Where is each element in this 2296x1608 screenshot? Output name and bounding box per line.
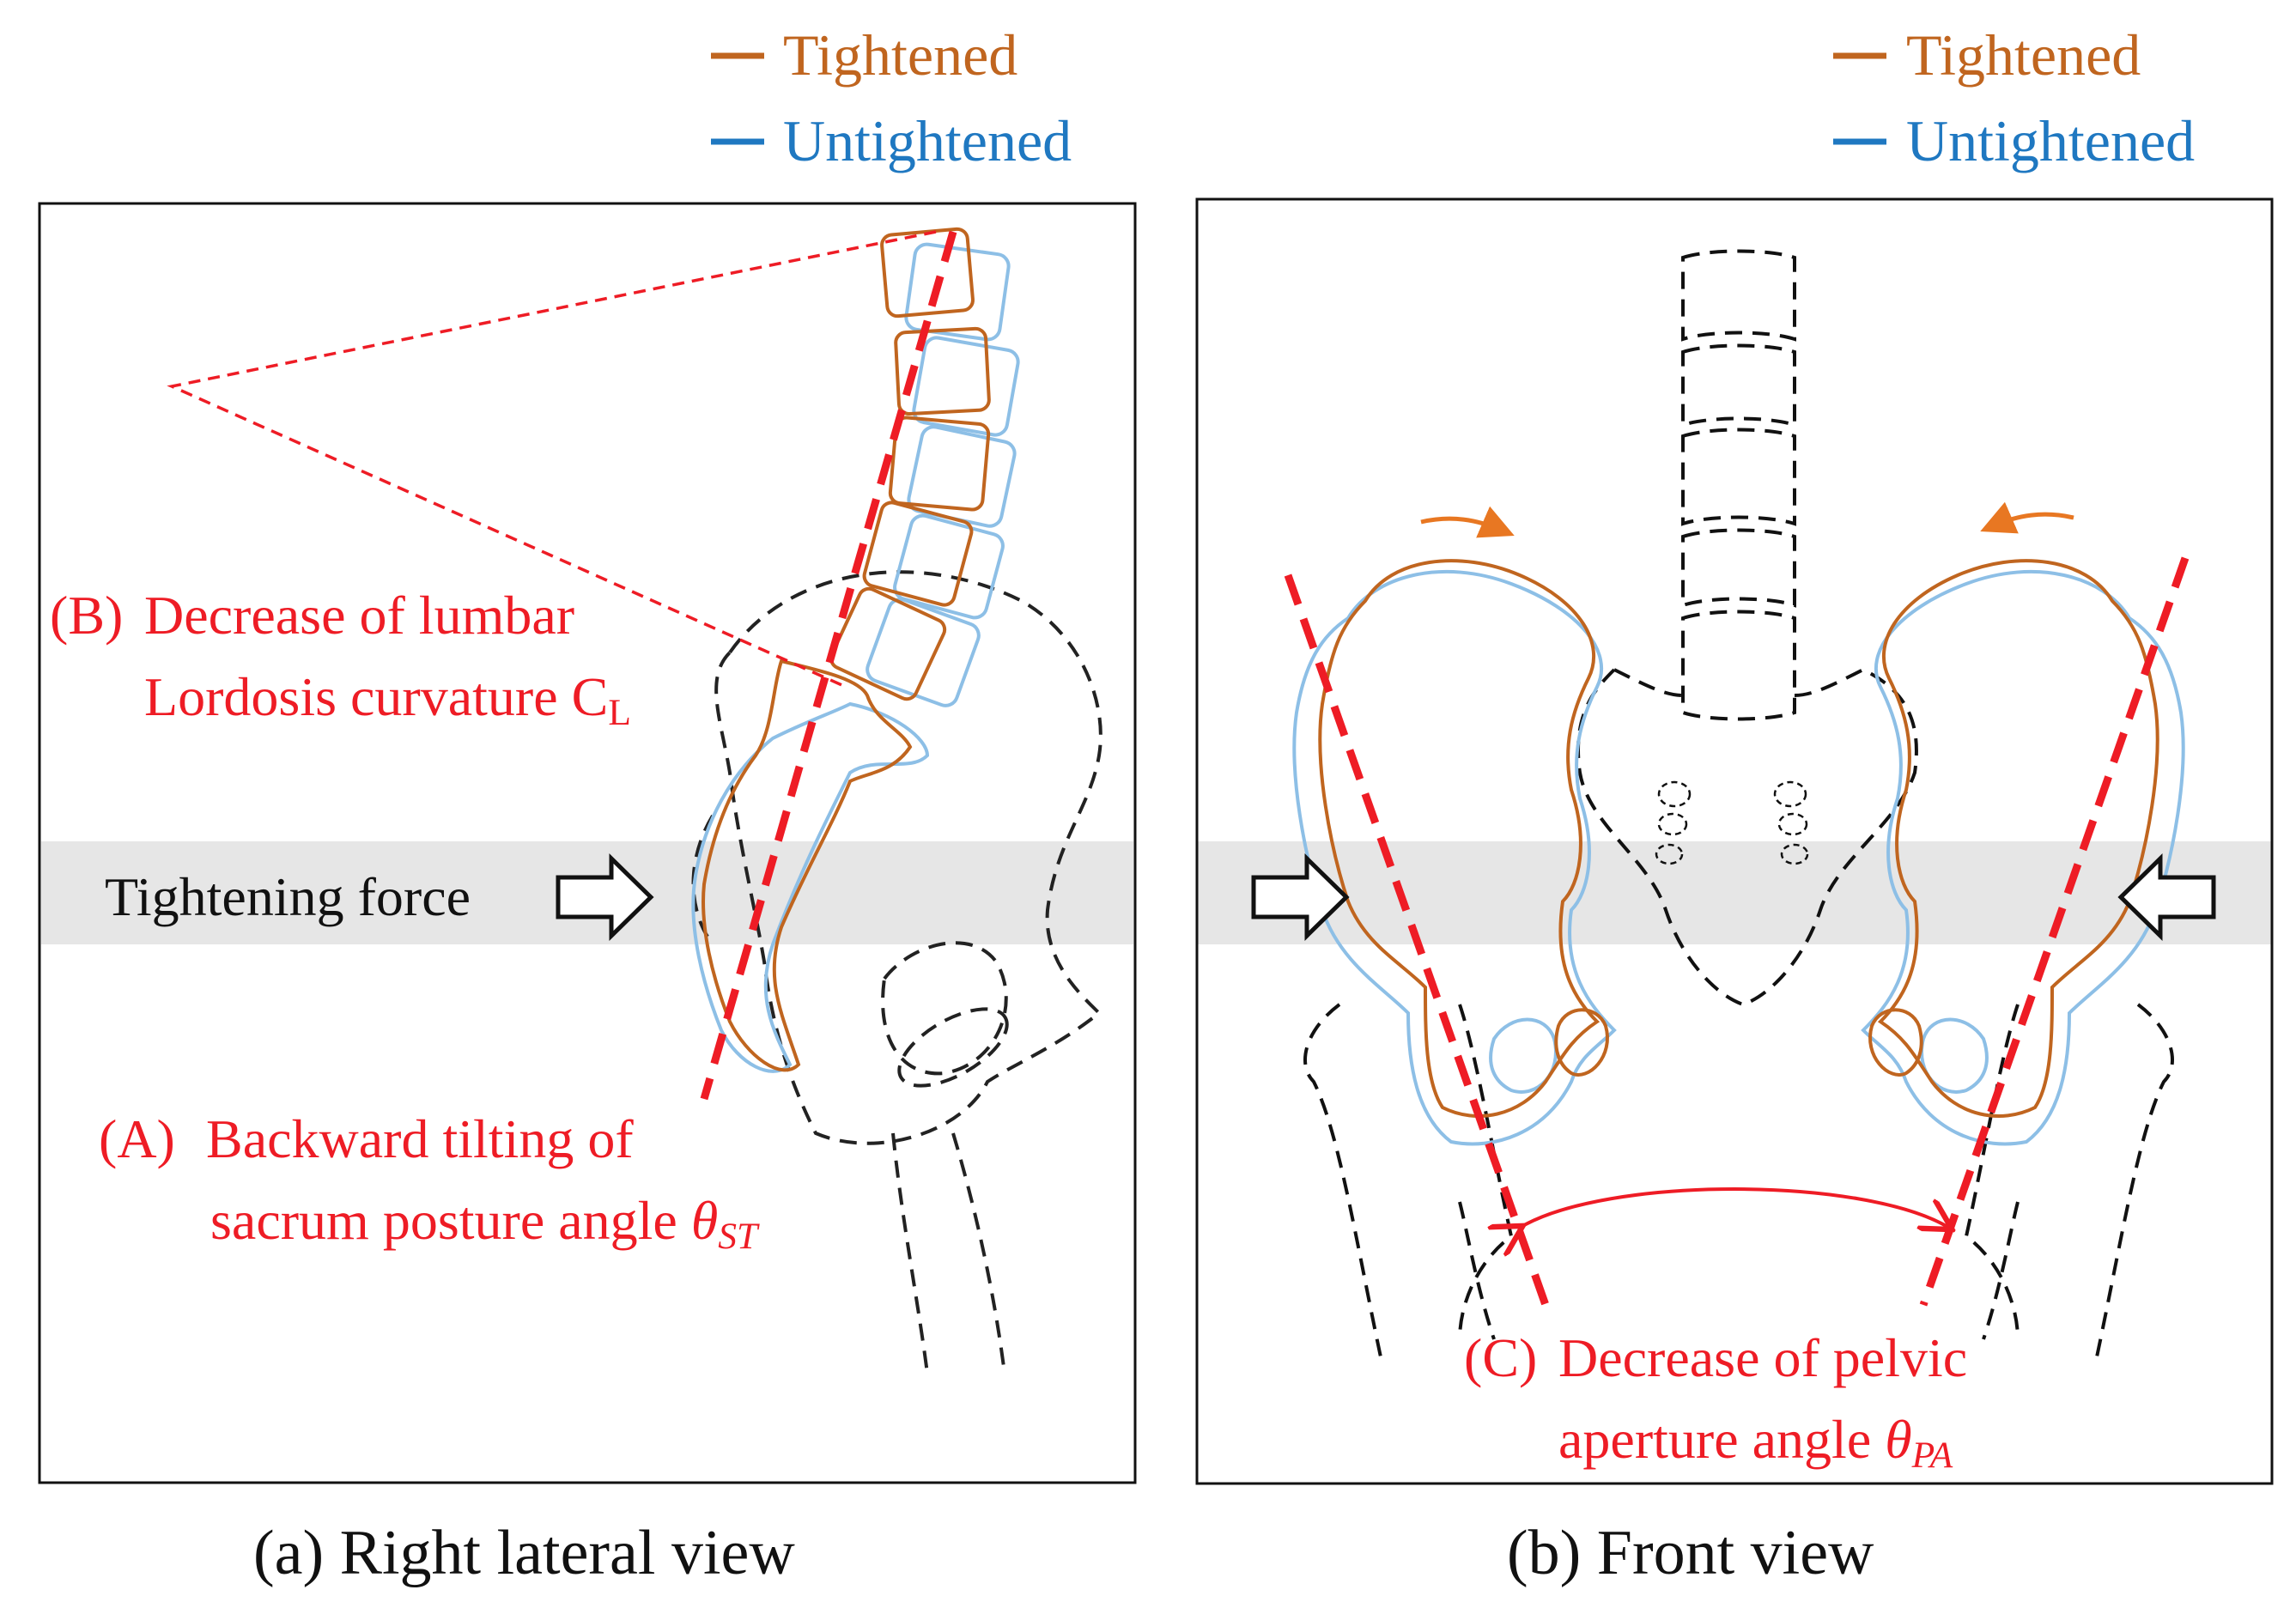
sacral-foramina xyxy=(1655,780,1809,865)
label-c-sub: PA xyxy=(1911,1434,1953,1476)
panel-a xyxy=(38,202,1137,1484)
aperture-angle-arc xyxy=(1520,1187,1949,1228)
force-band-b xyxy=(1198,841,2271,944)
pelvis-tightened xyxy=(1318,559,2159,1118)
label-a-line2-text: sacrum posture angle xyxy=(210,1190,691,1251)
pelvis-outline-lateral xyxy=(691,570,1102,1374)
label-a-line1: Backward tilting of xyxy=(206,1108,634,1169)
panel-b xyxy=(1195,197,2274,1485)
label-a-theta: θ xyxy=(690,1190,719,1251)
label-b-line2-text: Lordosis curvature C xyxy=(144,666,609,727)
legend-tightened-b: Tightened xyxy=(1906,22,2141,88)
label-c-line2-text: aperture angle xyxy=(1558,1409,1886,1470)
vertebrae-untightened xyxy=(691,242,1020,1073)
vertebrae-tightened xyxy=(702,227,991,1072)
label-b-line2: Lordosis curvature CL xyxy=(144,670,631,731)
aperture-line-left xyxy=(1284,573,1550,1307)
caption-b: (b) Front view xyxy=(1507,1518,1874,1588)
panel-b-frame xyxy=(1195,197,2274,1485)
legend-untightened-a: Untightened xyxy=(783,108,1072,173)
label-b-line1: Decrease of lumbar xyxy=(144,585,575,646)
spine-outline-front xyxy=(1303,249,2174,1366)
sacrum-posture-line xyxy=(700,230,957,1101)
label-c-line2: aperture angle θPA xyxy=(1558,1412,1953,1474)
legend-swatches xyxy=(711,52,1886,145)
legend-tightened-a: Tightened xyxy=(783,22,1018,88)
rotation-arrow-right xyxy=(1980,501,2074,534)
legend-untightened-b: Untightened xyxy=(1906,108,2196,173)
lordosis-curvature-lines xyxy=(167,230,937,689)
force-label: Tightening force xyxy=(105,866,471,927)
label-b-sub: L xyxy=(608,691,631,733)
label-c-tag: (C) xyxy=(1464,1327,1538,1388)
label-a-sub: ST xyxy=(718,1215,758,1257)
label-b-tag: (B) xyxy=(50,585,124,646)
aperture-line-right xyxy=(1919,556,2190,1307)
label-c-theta: θ xyxy=(1885,1409,1912,1470)
force-arrow-b-left xyxy=(1251,853,1350,941)
label-a-tag: (A) xyxy=(99,1108,175,1169)
label-a-line2: sacrum posture angle θST xyxy=(210,1193,757,1255)
panel-a-frame xyxy=(38,202,1137,1484)
caption-a: (a) Right lateral view xyxy=(253,1518,795,1588)
force-arrow-b-right xyxy=(2117,853,2216,941)
rotation-arrow-left xyxy=(1420,506,1515,538)
force-arrow-a xyxy=(556,853,654,941)
label-c-line1: Decrease of pelvic xyxy=(1558,1327,1968,1388)
